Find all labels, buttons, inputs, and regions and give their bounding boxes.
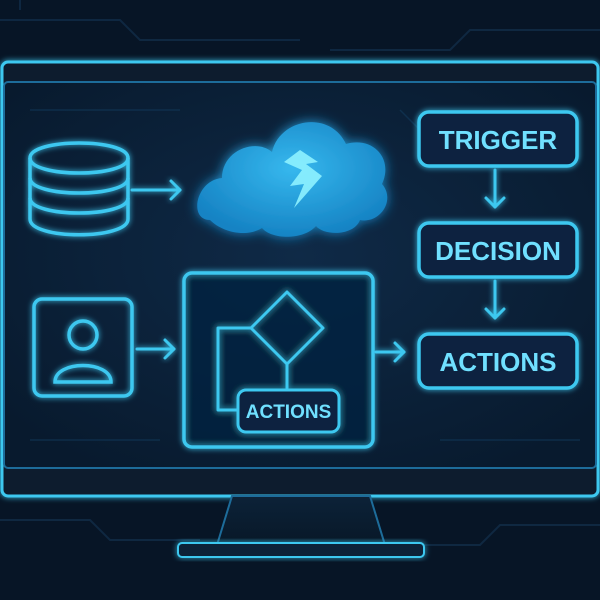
decision-label: DECISION: [435, 236, 561, 266]
screen-circuit-lines: [30, 109, 580, 441]
arrow-trigger-to-decision: [484, 168, 506, 209]
arrow-user-to-workflow: [135, 338, 176, 360]
user-icon-box: [32, 297, 134, 398]
inner-actions-label: ACTIONS: [246, 402, 332, 423]
trigger-label: TRIGGER: [439, 125, 558, 155]
arrow-database-to-cloud: [130, 179, 182, 201]
monitor-stand: [177, 495, 425, 558]
inner-actions-box: [236, 388, 341, 434]
trigger-node: TRIGGER: [417, 110, 579, 168]
monitor-base: [177, 542, 425, 558]
workflow-panel: ACTIONS: [182, 271, 375, 449]
database-icon: [28, 141, 130, 237]
flowchart-icon: [216, 290, 325, 412]
cloud-lightning-icon: [197, 122, 388, 237]
arrow-decision-to-actions: [484, 279, 506, 320]
arrow-workflow-to-actions: [374, 341, 406, 363]
actions-label: ACTIONS: [440, 347, 557, 377]
user-icon: [53, 319, 113, 384]
decision-node: DECISION: [417, 221, 579, 279]
background-circuit-lines: [0, 0, 600, 546]
actions-node: ACTIONS: [417, 332, 579, 390]
lightning-bolt: [284, 150, 322, 208]
